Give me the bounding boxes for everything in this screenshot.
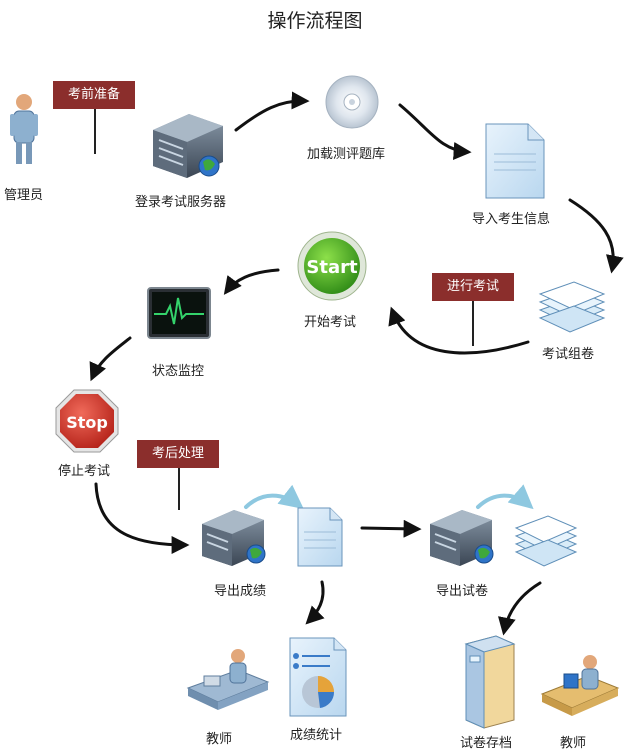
hint-arrow-papers: [476, 484, 534, 510]
label-export-papers: 导出试卷: [436, 584, 489, 599]
flow-arrows: [89, 91, 624, 636]
heartbeat-monitor-icon: [147, 287, 211, 339]
arrow-import-to-assemble: [568, 198, 624, 274]
label-teacher-2: 教师: [560, 736, 587, 751]
label-stop-exam: 停止考试: [58, 464, 111, 479]
label-archive: 试卷存档: [460, 736, 513, 751]
arrow-stop-to-export-scores: [94, 482, 190, 554]
label-load-bank: 加载测评题库: [307, 147, 386, 162]
arrow-export-scores-to-papers: [360, 519, 422, 538]
arrow-export-scores-to-stats: [305, 580, 325, 625]
stop-sign-text: Stop: [66, 413, 108, 432]
phase-pole-prepare: [94, 109, 96, 154]
label-export-scores: 导出成绩: [214, 584, 267, 599]
start-button-text: Start: [306, 257, 358, 278]
archive-cabinet-icon: [464, 635, 516, 729]
phase-pole-exam: [472, 301, 474, 346]
chart-document-icon: [289, 637, 347, 717]
arrow-load-to-import: [398, 103, 472, 160]
hint-arrows: [244, 484, 534, 510]
phase-label-after: 考后处理: [137, 440, 219, 468]
arrow-assemble-to-start: [388, 306, 530, 355]
label-login-server: 登录考试服务器: [135, 195, 227, 210]
teacher-at-desk-icon: [540, 655, 620, 716]
arrow-login-to-load: [234, 91, 310, 132]
arrow-export-papers-to-archive: [498, 581, 542, 636]
server-icon: [430, 510, 494, 566]
label-assemble: 考试组卷: [542, 347, 595, 362]
label-admin: 管理员: [4, 188, 44, 203]
phase-label-prepare: 考前准备: [53, 81, 135, 109]
label-start-exam: 开始考试: [304, 315, 357, 330]
arrow-monitor-to-stop: [89, 336, 132, 382]
document-icon: [297, 507, 343, 567]
document-stack-icon: [514, 515, 578, 567]
person-icon: [10, 94, 38, 164]
phase-label-exam: 进行考试: [432, 273, 514, 301]
hint-arrow-scores: [244, 484, 304, 509]
diagram-title: 操作流程图: [267, 10, 363, 32]
server-icon: [153, 114, 223, 178]
phase-pole-after: [178, 468, 180, 510]
label-score-stats: 成绩统计: [290, 728, 343, 743]
label-import-info: 导入考生信息: [472, 212, 551, 227]
cd-disc-icon: [325, 75, 379, 129]
document-icon: [485, 123, 545, 199]
teacher-at-desk-icon: [186, 649, 270, 710]
document-stack-icon: [538, 281, 606, 333]
start-button-icon: Start: [297, 231, 367, 301]
arrow-start-to-monitor: [223, 268, 280, 295]
label-teacher-1: 教师: [206, 732, 233, 747]
label-monitor: 状态监控: [152, 364, 205, 379]
stop-sign-icon: Stop: [55, 389, 119, 453]
server-icon: [202, 510, 266, 566]
